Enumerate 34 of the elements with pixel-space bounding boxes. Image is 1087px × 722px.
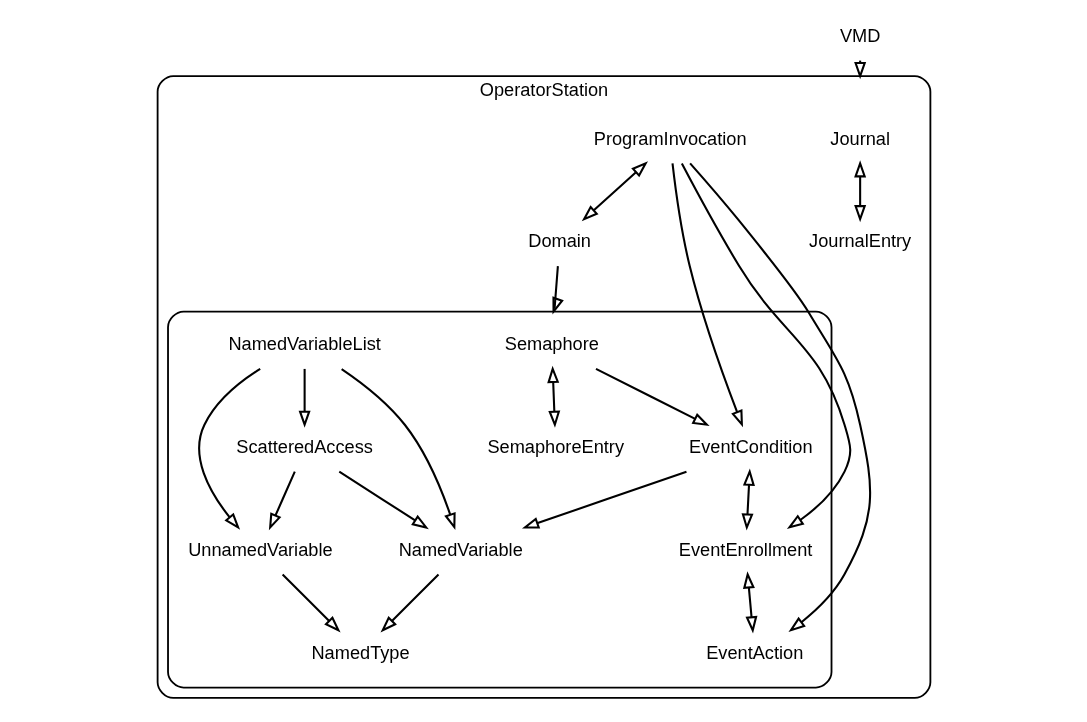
node-text: NamedType xyxy=(310,642,410,663)
arrow xyxy=(688,162,871,632)
node-text: VMD xyxy=(839,25,880,46)
arrow xyxy=(742,571,757,634)
cluster xyxy=(166,310,832,689)
arrow xyxy=(853,160,866,223)
node-text: Semaphore xyxy=(504,334,599,355)
arrow xyxy=(298,368,311,428)
arrow xyxy=(741,468,755,531)
arrow xyxy=(551,266,564,315)
node-text: JournalEntry xyxy=(808,231,911,252)
arrow xyxy=(340,368,456,531)
node-text: UnnamedVariable xyxy=(187,539,333,560)
arrow xyxy=(680,163,851,530)
node-text: EventAction xyxy=(705,642,803,663)
arrow xyxy=(521,470,687,529)
arrow xyxy=(281,573,341,633)
node-text: ScatteredAccess xyxy=(235,436,373,457)
node-text: SemaphoreEntry xyxy=(486,436,624,457)
arrow xyxy=(546,365,560,428)
node-text: NamedVariable xyxy=(398,539,523,560)
node-text: NamedVariableList xyxy=(227,334,381,355)
arrow xyxy=(670,163,743,428)
node-text: ProgramInvocation xyxy=(593,128,747,149)
arrow xyxy=(197,368,261,530)
arrow xyxy=(268,471,296,531)
arrow xyxy=(338,470,429,530)
node-text: Journal xyxy=(829,128,890,149)
node-text: EventCondition xyxy=(688,436,813,457)
arrow xyxy=(581,161,648,222)
arrow xyxy=(595,368,710,427)
node-text: EventEnrollment xyxy=(678,539,812,560)
node-text: Domain xyxy=(527,231,591,252)
arrow xyxy=(380,573,439,633)
